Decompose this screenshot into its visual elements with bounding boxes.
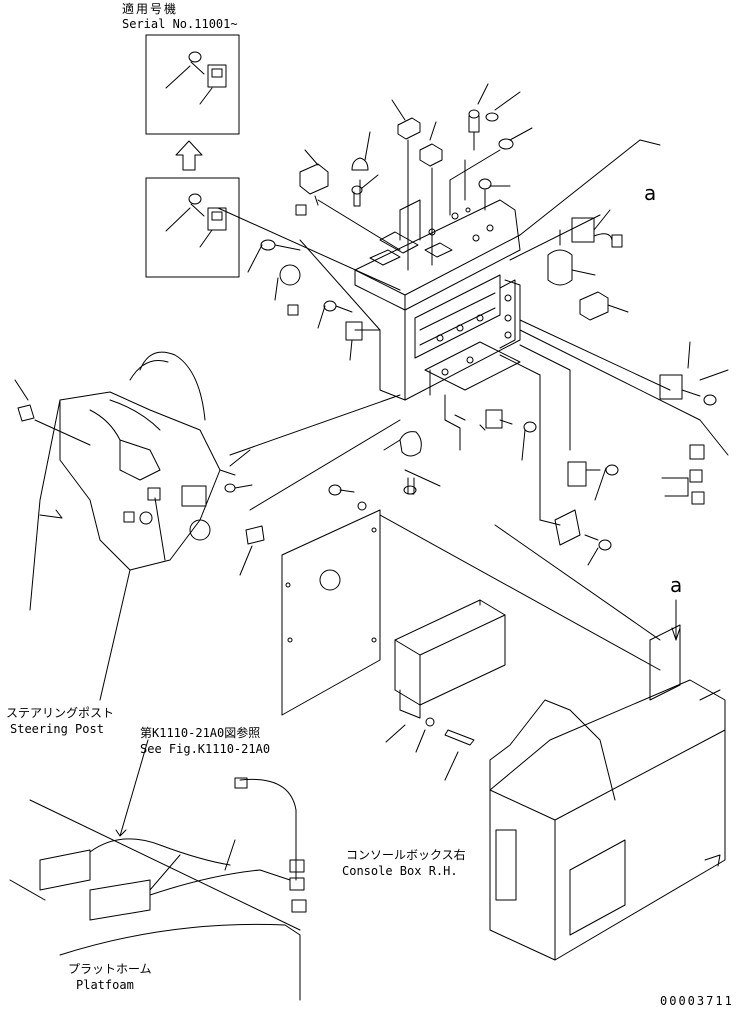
see-figure-label-en: See Fig.K1110-21A0 bbox=[140, 742, 271, 756]
controller-unit bbox=[385, 599, 506, 781]
see-figure-label-jp: 第K1110-21A0図参照 bbox=[140, 726, 261, 740]
serial-label-jp: 適用号機 bbox=[122, 2, 179, 16]
serial-label-en: Serial No.11001~ bbox=[122, 17, 238, 31]
right-switch-parts bbox=[547, 209, 729, 505]
drawing-number: 00003711 bbox=[660, 994, 734, 1008]
left-mount-parts bbox=[247, 239, 619, 566]
reference-a-top: a bbox=[644, 181, 657, 205]
serial-detail-box-old bbox=[145, 177, 240, 278]
mounting-plate bbox=[281, 484, 381, 716]
console-box-label-jp: コンソールボックス右 bbox=[346, 848, 466, 862]
platform-label-en: Platfoam bbox=[76, 978, 134, 992]
steering-post-label-en: Steering Post bbox=[10, 722, 104, 736]
platform-label-jp: プラットホーム bbox=[68, 962, 152, 976]
harness-lines bbox=[217, 139, 729, 671]
platform-harness bbox=[9, 739, 307, 1001]
reference-a-bottom: a bbox=[670, 573, 683, 597]
upgrade-arrow bbox=[175, 140, 203, 171]
switch-panel-bracket bbox=[354, 199, 521, 451]
steering-post-label-jp: ステアリングポスト bbox=[6, 706, 115, 720]
console-box bbox=[489, 599, 726, 961]
console-box-label-en: Console Box R.H. bbox=[342, 864, 458, 878]
steering-post bbox=[14, 351, 265, 701]
serial-detail-box-new bbox=[145, 34, 240, 135]
top-switch-parts bbox=[295, 83, 533, 271]
